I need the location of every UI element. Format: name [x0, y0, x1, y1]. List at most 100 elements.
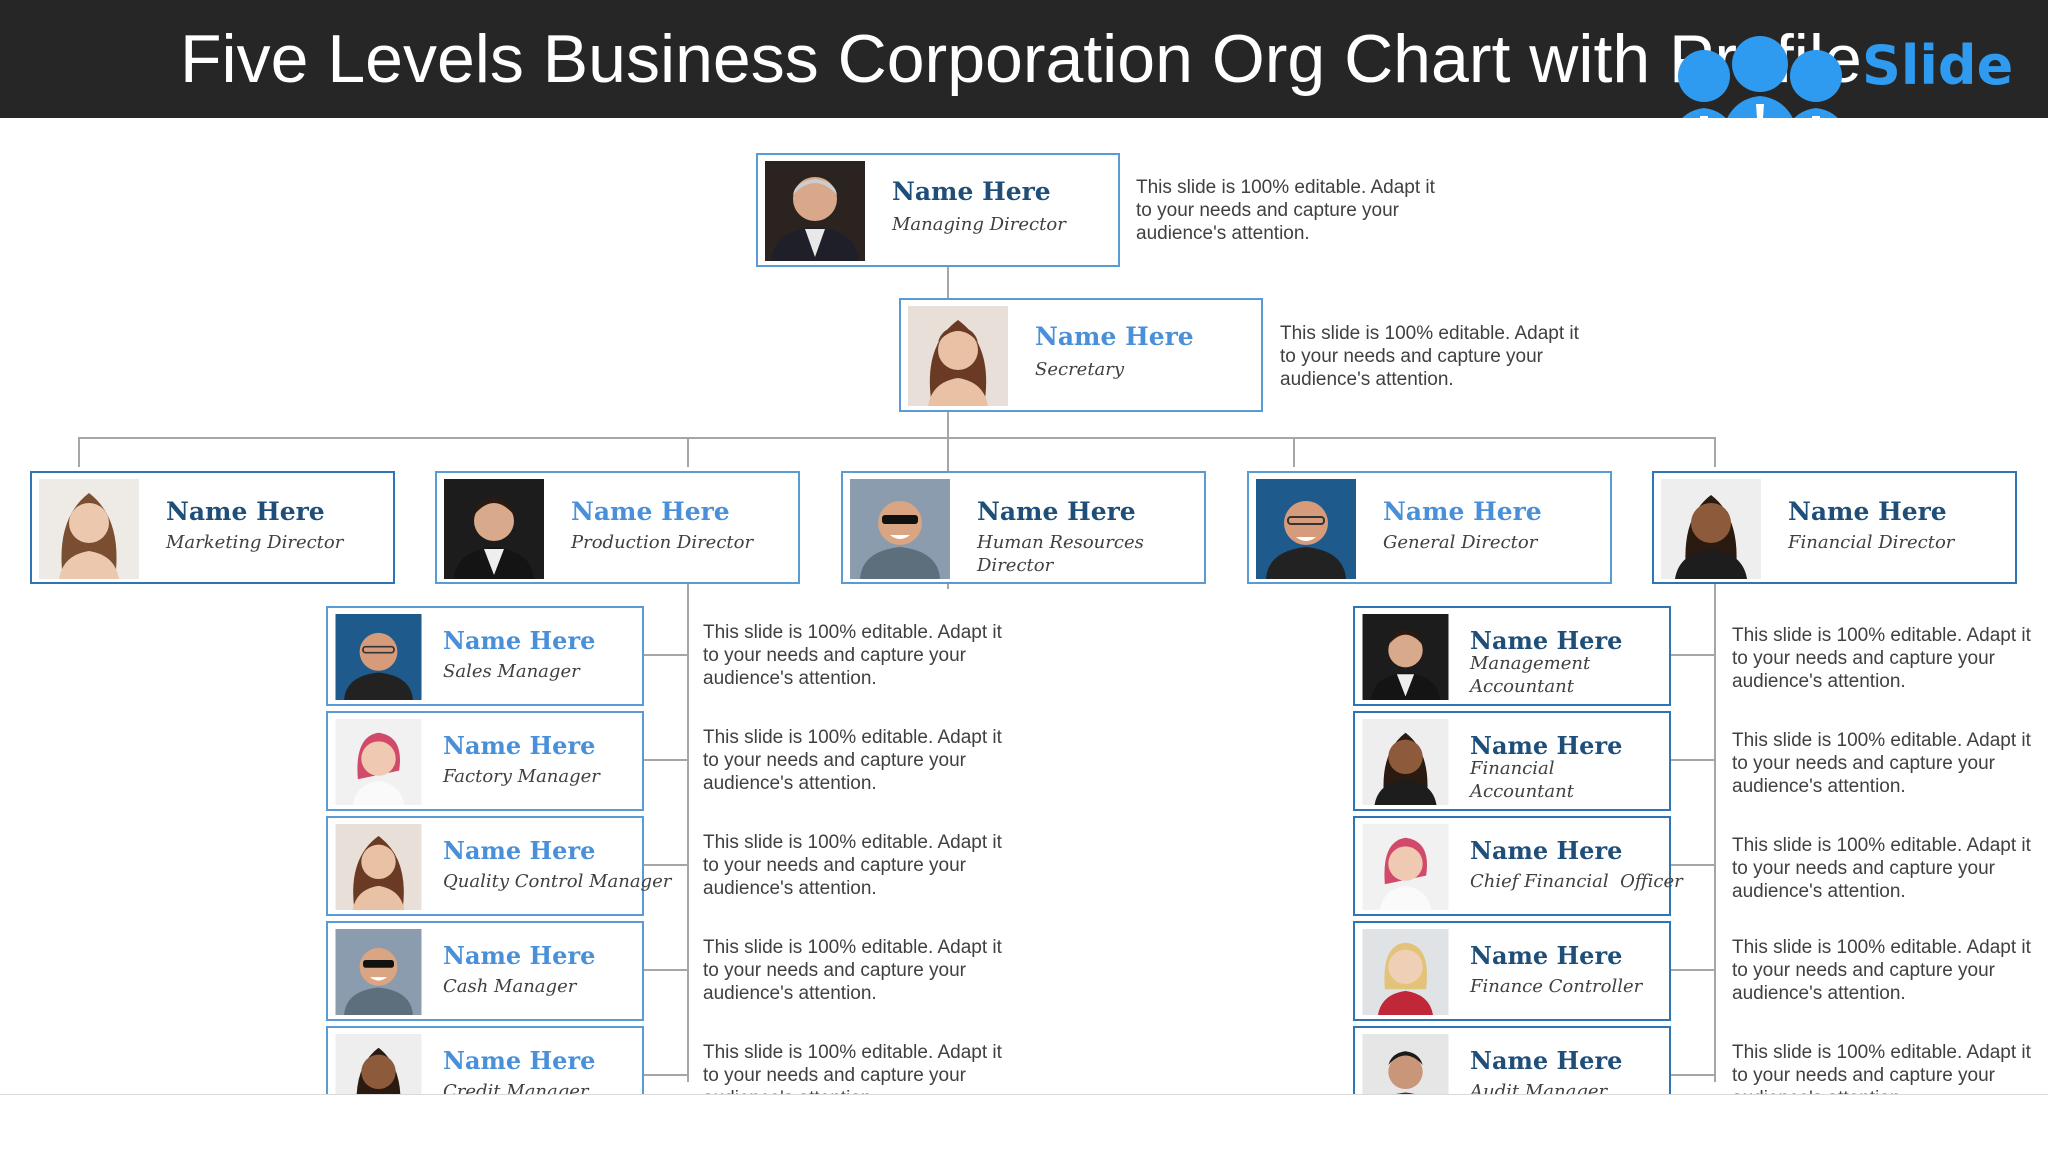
description-text: This slide is 100% editable. Adapt it to…	[1732, 1042, 2031, 1094]
person-role: Managing Director	[892, 214, 1066, 235]
person-role: Chief Financial Officer	[1470, 871, 1683, 892]
description-text: This slide is 100% editable. Adapt it to…	[703, 727, 1002, 794]
person-name: Name Here	[443, 941, 596, 970]
audit-manager-card[interactable]: Name Here Audit Manager	[1353, 1026, 1671, 1094]
human-resources-director-card[interactable]: Name Here Human Resources Director	[841, 471, 1206, 584]
chief-financial-officer-card[interactable]: Name Here Chief Financial Officer	[1353, 816, 1683, 916]
profile-photo	[850, 479, 950, 579]
description-text: This slide is 100% editable. Adapt it to…	[703, 832, 1002, 899]
credit-manager-card[interactable]: Name Here Credit Manager	[326, 1026, 644, 1094]
profile-photo	[765, 161, 865, 261]
description-text: This slide is 100% editable. Adapt it to…	[703, 622, 1002, 689]
person-role: Human Resources Director	[977, 532, 1144, 576]
connector	[687, 582, 689, 1082]
financial-accountant-card[interactable]: Name Here Financial Accountant	[1353, 711, 1671, 811]
person-name: Name Here	[1470, 1046, 1623, 1075]
person-role: Marketing Director	[166, 532, 344, 553]
connector	[1293, 437, 1295, 467]
quality-control-manager-card[interactable]: Name Here Quality Control Manager	[326, 816, 671, 916]
management-accountant-card[interactable]: Name Here Management Accountant	[1353, 606, 1671, 706]
production-director-card[interactable]: Name Here Production Director	[435, 471, 800, 584]
connector	[1670, 1074, 1716, 1076]
financial-director-card[interactable]: Name Here Financial Director	[1652, 471, 2017, 584]
person-role: Management Accountant	[1470, 653, 1591, 697]
connector	[1714, 582, 1716, 1082]
cash-manager-card[interactable]: Name Here Cash Manager	[326, 921, 644, 1021]
connector	[687, 437, 689, 467]
person-role: Quality Control Manager	[443, 871, 672, 892]
person-role: Production Director	[571, 532, 754, 553]
profile-photo	[1256, 479, 1356, 579]
profile-photo	[335, 719, 422, 805]
person-name: Name Here	[1470, 836, 1623, 865]
profile-photo	[1362, 824, 1449, 910]
slide-title: Five Levels Business Corporation Org Cha…	[180, 21, 1862, 97]
person-role: Secretary	[1035, 359, 1125, 380]
finance-controller-card[interactable]: Name Here Finance Controller	[1353, 921, 1671, 1021]
profile-photo	[335, 614, 422, 700]
person-name: Name Here	[443, 836, 596, 865]
connector	[1670, 654, 1716, 656]
person-role: Financial Director	[1788, 532, 1955, 553]
connector	[1670, 969, 1716, 971]
person-name: Name Here	[1383, 497, 1542, 526]
org-chart-area: Name Here Managing Director This slide i…	[0, 118, 2048, 1094]
marketing-director-card[interactable]: Name Here Marketing Director	[30, 471, 395, 584]
description-text: This slide is 100% editable. Adapt it to…	[1136, 177, 1435, 244]
profile-photo	[1362, 719, 1449, 805]
person-name: Name Here	[443, 626, 596, 655]
slide-bottom-edge	[0, 1094, 2048, 1153]
person-role: General Director	[1383, 532, 1538, 553]
connector	[947, 266, 949, 298]
person-name: Name Here	[443, 731, 596, 760]
managing-director-card[interactable]: Name Here Managing Director	[756, 153, 1120, 267]
person-role: Factory Manager	[443, 766, 600, 787]
profile-photo	[908, 306, 1008, 406]
profile-photo	[335, 1034, 422, 1094]
profile-photo	[1362, 1034, 1449, 1094]
person-name: Name Here	[1788, 497, 1947, 526]
description-text: This slide is 100% editable. Adapt it to…	[703, 937, 1002, 1004]
person-name: Name Here	[1470, 731, 1623, 760]
person-role: Financial Accountant	[1470, 758, 1574, 802]
logo-word-slide: Slide	[1862, 34, 2013, 97]
connector	[643, 1074, 689, 1076]
profile-photo	[444, 479, 544, 579]
connector	[1670, 864, 1716, 866]
person-name: Name Here	[1035, 322, 1194, 351]
person-name: Name Here	[1470, 941, 1623, 970]
profile-photo	[335, 824, 422, 910]
person-role: Finance Controller	[1470, 976, 1643, 997]
connector	[1714, 437, 1716, 467]
person-role: Cash Manager	[443, 976, 577, 997]
connector	[1670, 759, 1716, 761]
secretary-card[interactable]: Name Here Secretary	[899, 298, 1263, 412]
connector	[643, 969, 689, 971]
profile-photo	[335, 929, 422, 1015]
description-text: This slide is 100% editable. Adapt it to…	[1732, 625, 2031, 692]
connector	[643, 759, 689, 761]
description-text: This slide is 100% editable. Adapt it to…	[1732, 937, 2031, 1004]
description-text: This slide is 100% editable. Adapt it to…	[703, 1042, 1002, 1094]
person-role: Sales Manager	[443, 661, 580, 682]
person-name: Name Here	[977, 497, 1136, 526]
profile-photo	[1661, 479, 1761, 579]
person-role: Credit Manager	[443, 1081, 589, 1094]
person-name: Name Here	[892, 177, 1051, 206]
connector	[643, 654, 689, 656]
description-text: This slide is 100% editable. Adapt it to…	[1280, 323, 1579, 390]
profile-photo	[39, 479, 139, 579]
factory-manager-card[interactable]: Name Here Factory Manager	[326, 711, 644, 811]
person-name: Name Here	[166, 497, 325, 526]
description-text: This slide is 100% editable. Adapt it to…	[1732, 730, 2031, 797]
profile-photo	[1362, 929, 1449, 1015]
connector	[78, 437, 80, 467]
person-name: Name Here	[1470, 626, 1623, 655]
person-name: Name Here	[443, 1046, 596, 1075]
person-name: Name Here	[571, 497, 730, 526]
connector	[78, 437, 1716, 439]
general-director-card[interactable]: Name Here General Director	[1247, 471, 1612, 584]
description-text: This slide is 100% editable. Adapt it to…	[1732, 835, 2031, 902]
sales-manager-card[interactable]: Name Here Sales Manager	[326, 606, 644, 706]
person-role: Audit Manager	[1470, 1081, 1608, 1094]
